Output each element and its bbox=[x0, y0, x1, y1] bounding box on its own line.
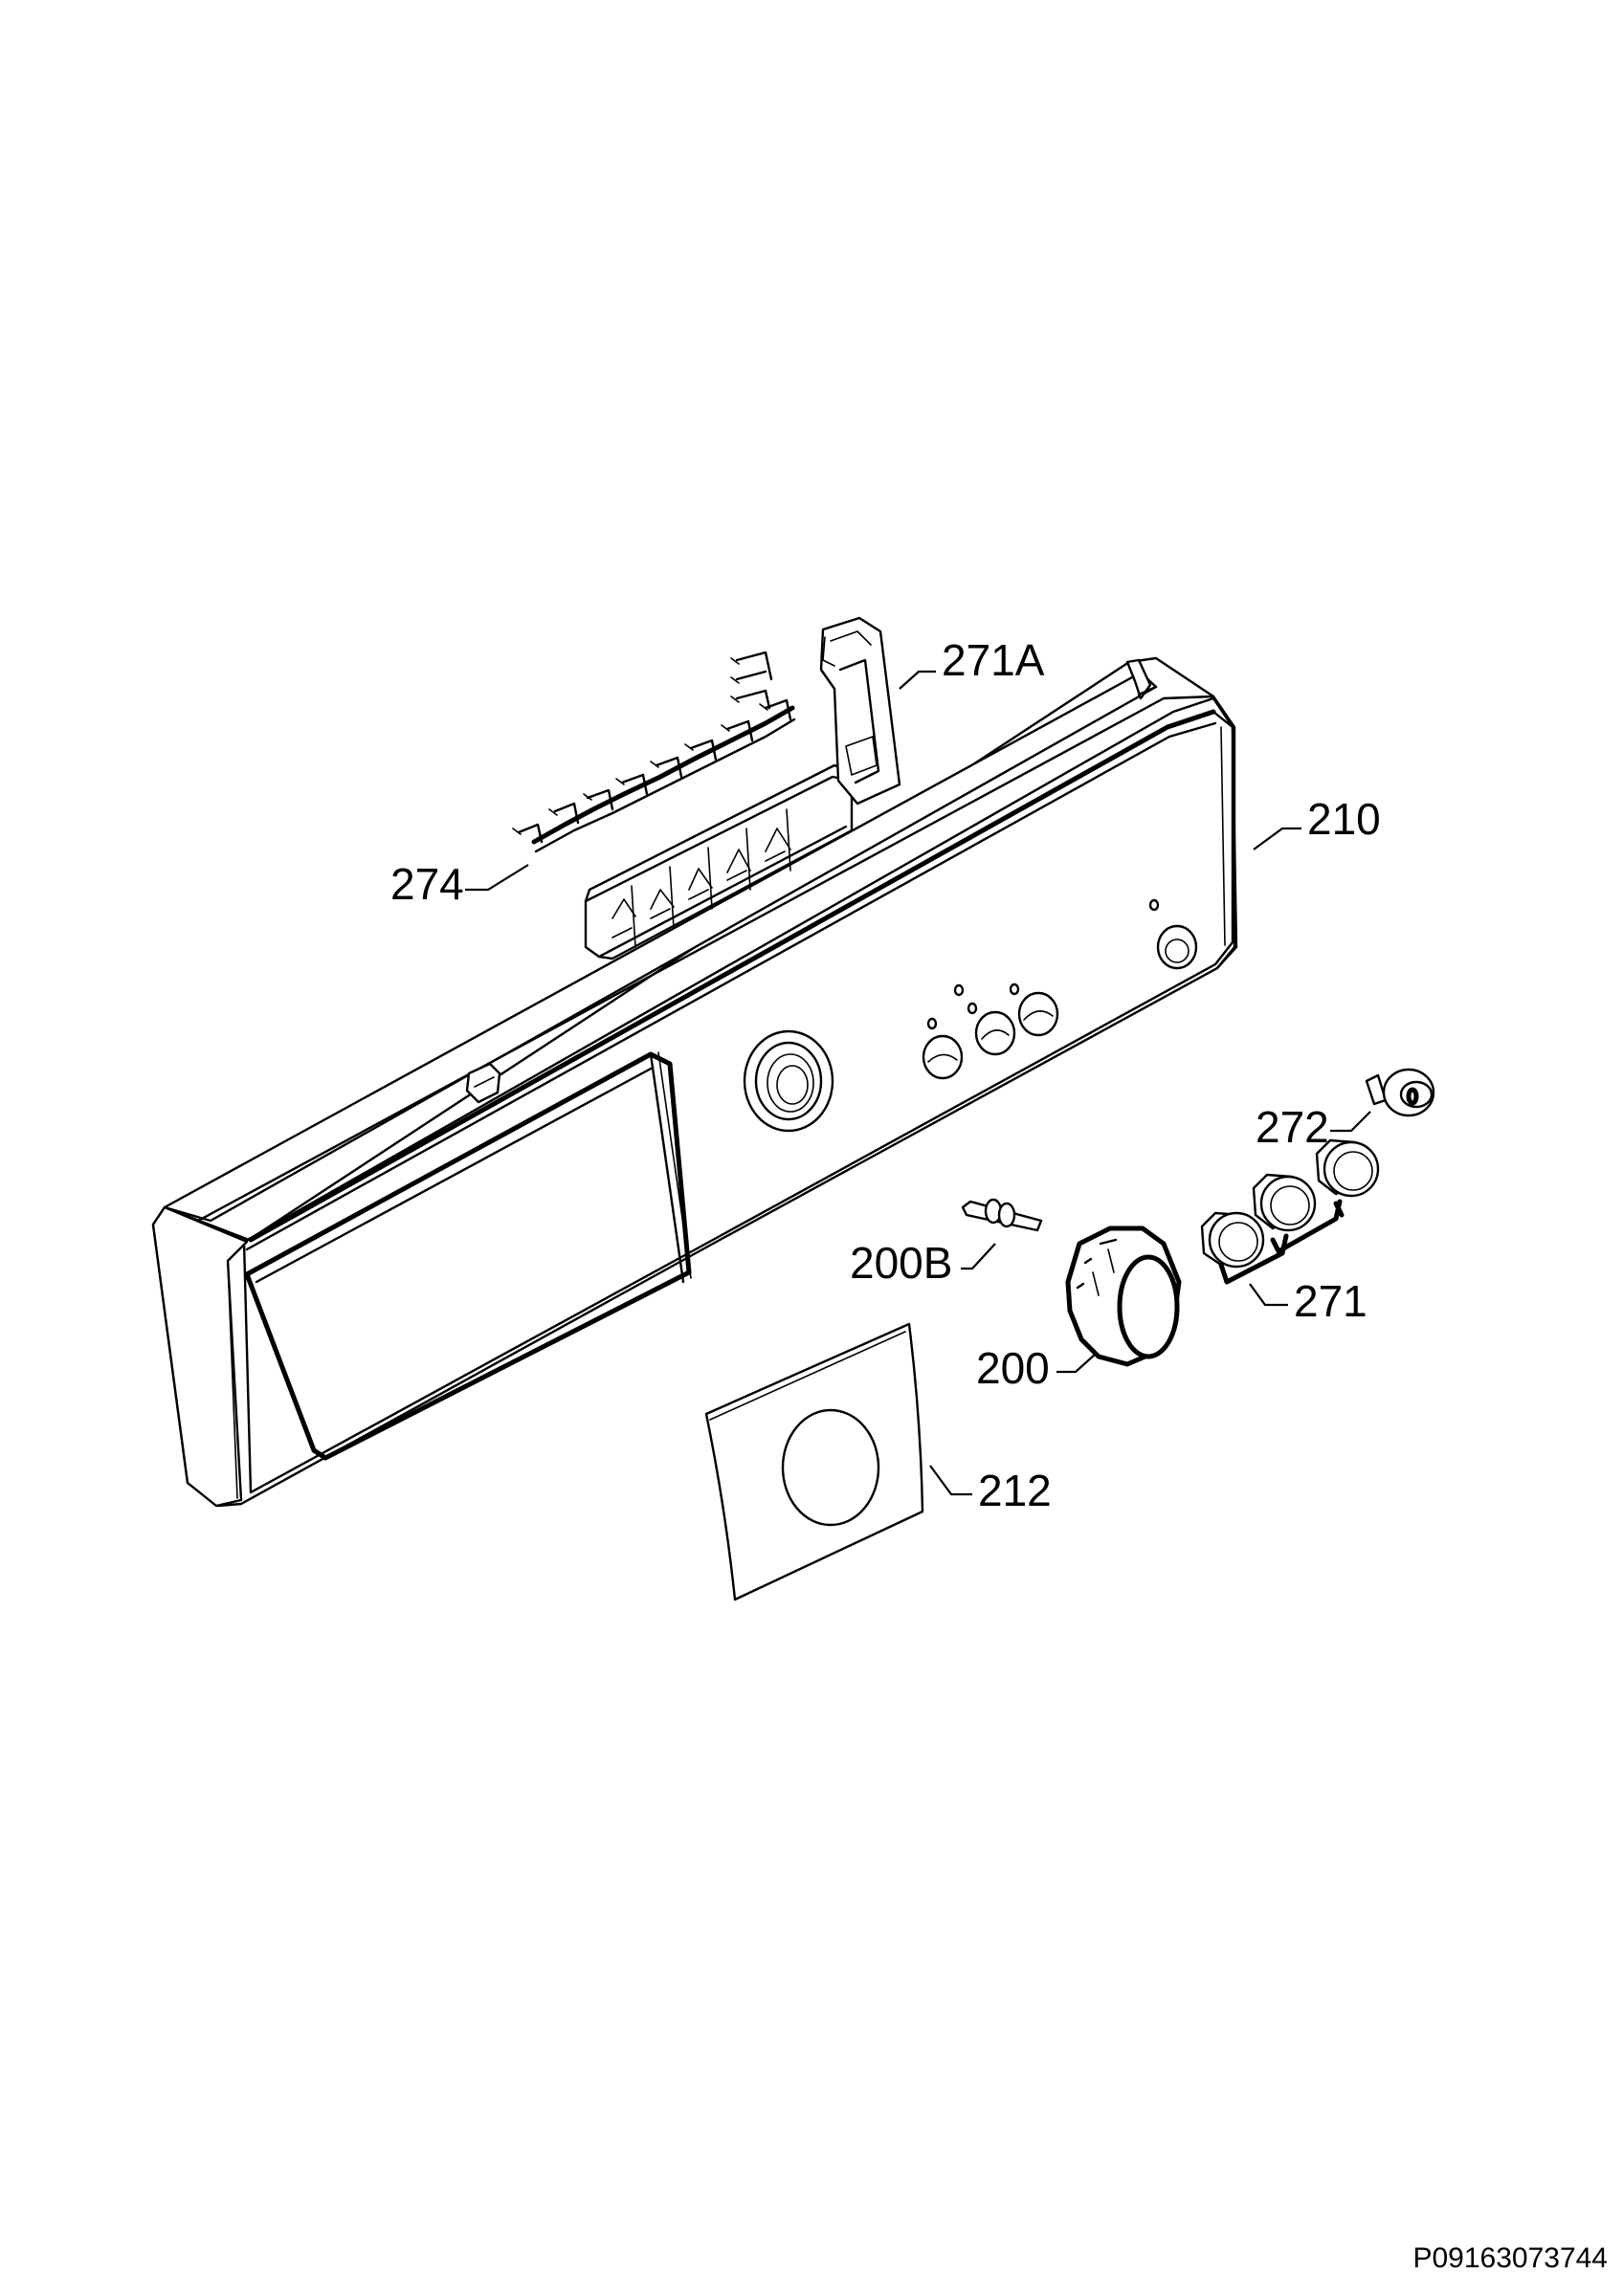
leader-271 bbox=[1249, 1283, 1288, 1307]
panel-top-rim bbox=[186, 695, 1215, 1228]
holder-springs bbox=[611, 828, 791, 919]
leader-210 bbox=[1253, 827, 1301, 850]
holder-arm-tab bbox=[822, 636, 835, 667]
light-pipe-274 bbox=[512, 651, 796, 853]
panel-front-face bbox=[242, 696, 1234, 1494]
label-212: 212 bbox=[978, 1466, 1052, 1515]
panel-rear-tab-2 bbox=[1137, 685, 1158, 696]
panel-lip-inner bbox=[245, 721, 1217, 1251]
holder-arm-inner bbox=[838, 658, 880, 784]
panel-left-end-edge bbox=[227, 1260, 238, 1499]
holder-bottom-edge bbox=[597, 825, 848, 959]
button-272-face bbox=[1399, 1080, 1434, 1109]
main-knob-hole bbox=[743, 1029, 834, 1133]
shaft-200B bbox=[961, 1198, 1043, 1232]
pipe-bar bbox=[531, 705, 795, 845]
knob-200-rim bbox=[1076, 1238, 1118, 1290]
decor-panel-212-window bbox=[781, 1408, 880, 1527]
button-holder-271A bbox=[584, 616, 901, 960]
document-id: P09163073744 bbox=[1412, 2242, 1608, 2274]
button-271-b bbox=[1252, 1173, 1317, 1232]
button-271-a bbox=[1200, 1211, 1265, 1269]
holder-ribs bbox=[631, 808, 791, 948]
button-271-c bbox=[1315, 1138, 1380, 1198]
label-271A: 271A bbox=[942, 635, 1045, 685]
button-set-271 bbox=[1200, 1138, 1380, 1285]
button-hole-1 bbox=[922, 1034, 964, 1080]
leader-200 bbox=[1056, 1354, 1096, 1374]
holder-main-body bbox=[584, 775, 854, 960]
label-274: 274 bbox=[390, 859, 464, 909]
label-210: 210 bbox=[1307, 794, 1381, 844]
decor-panel-212 bbox=[704, 1322, 924, 1601]
label-200: 200 bbox=[976, 1343, 1050, 1393]
panel-divider-2 bbox=[657, 1051, 692, 1279]
leader-lines bbox=[465, 670, 1371, 1496]
holder-right-arm bbox=[819, 616, 901, 806]
leader-271A bbox=[899, 670, 936, 690]
pipe-stem-caps bbox=[512, 657, 768, 835]
label-272: 272 bbox=[1256, 1102, 1329, 1152]
led-holes bbox=[926, 898, 1160, 1030]
drawer-recess-inner bbox=[255, 1066, 655, 1284]
button-272 bbox=[1365, 1068, 1435, 1117]
button-hole-right bbox=[1156, 924, 1198, 970]
label-271: 271 bbox=[1294, 1276, 1367, 1326]
leader-200B bbox=[961, 1243, 996, 1270]
leader-274 bbox=[465, 864, 529, 892]
panel-lip-edge bbox=[248, 709, 1216, 1243]
panel-right-inner bbox=[1220, 726, 1226, 946]
shaft-200B-collar-2 bbox=[997, 1202, 1016, 1228]
leader-212 bbox=[929, 1465, 972, 1496]
button-272-indicator bbox=[1406, 1087, 1419, 1106]
button-hole-2 bbox=[974, 1010, 1016, 1056]
panel-right-end bbox=[1212, 710, 1238, 970]
decor-panel-212-edge bbox=[709, 1331, 906, 1421]
decor-panel-212-plate bbox=[704, 1322, 924, 1601]
knob-200-grip bbox=[1092, 1248, 1115, 1296]
knob-200-face bbox=[1117, 1254, 1180, 1359]
leader-272 bbox=[1330, 1111, 1371, 1133]
pipe-bar-lower bbox=[534, 718, 796, 853]
knob-200 bbox=[1065, 1225, 1182, 1367]
label-200B: 200B bbox=[850, 1238, 952, 1288]
pipe-stems bbox=[517, 651, 792, 844]
control-panel-210 bbox=[151, 656, 1238, 1508]
holder-slots bbox=[611, 850, 786, 938]
button-271-link bbox=[1218, 1199, 1345, 1285]
panel-top-clip-line bbox=[474, 1076, 495, 1088]
panel-left-end bbox=[151, 1205, 249, 1508]
button-hole-3 bbox=[1017, 991, 1059, 1037]
holder-arm-detail bbox=[830, 630, 878, 776]
panel-divider bbox=[649, 1052, 685, 1284]
